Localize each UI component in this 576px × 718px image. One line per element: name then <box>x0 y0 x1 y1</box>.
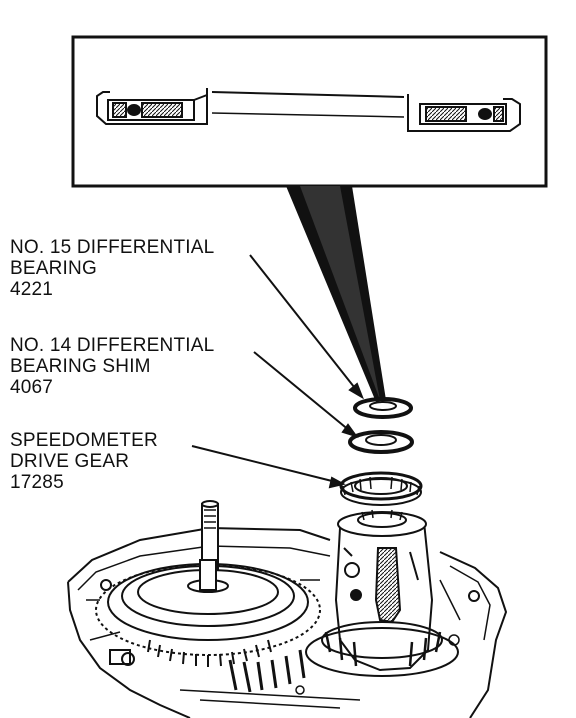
ring-gear-teeth <box>147 639 306 693</box>
differential-case <box>305 509 459 677</box>
callout-no-15-differential-bearing: NO. 15 DIFFERENTIAL BEARING 4221 <box>10 237 214 300</box>
speedometer-gear <box>339 471 423 506</box>
bearing-shim-washer <box>348 430 414 454</box>
inset-detail-box <box>71 35 548 188</box>
housing-details <box>86 579 461 709</box>
leader-arrows <box>191 254 364 489</box>
callout-part-number: 4221 <box>10 279 54 300</box>
callout-line: SPEEDOMETER <box>10 430 158 451</box>
bearing-washer <box>353 397 413 419</box>
inset-right-bearing-section <box>407 94 521 132</box>
transaxle-housing <box>67 526 508 718</box>
callout-part-number: 4067 <box>10 377 54 398</box>
callout-line: NO. 15 DIFFERENTIAL <box>10 237 215 258</box>
inset-shaft-line <box>211 91 405 98</box>
callout-line: NO. 14 DIFFERENTIAL <box>10 335 215 356</box>
callout-part-number: 17285 <box>10 472 64 493</box>
callout-line: BEARING SHIM <box>10 356 151 377</box>
inset-left-bearing-section <box>96 88 208 125</box>
inset-shaft-line-lower <box>211 112 405 118</box>
input-shaft-assembly <box>95 500 321 656</box>
callout-line: DRIVE GEAR <box>10 451 130 472</box>
callout-line: BEARING <box>10 258 97 279</box>
callout-no-14-differential-bearing-shim: NO. 14 DIFFERENTIAL BEARING SHIM 4067 <box>10 335 214 398</box>
callout-speedometer-drive-gear: SPEEDOMETER DRIVE GEAR 17285 <box>10 430 158 493</box>
projection-cone <box>286 186 386 402</box>
